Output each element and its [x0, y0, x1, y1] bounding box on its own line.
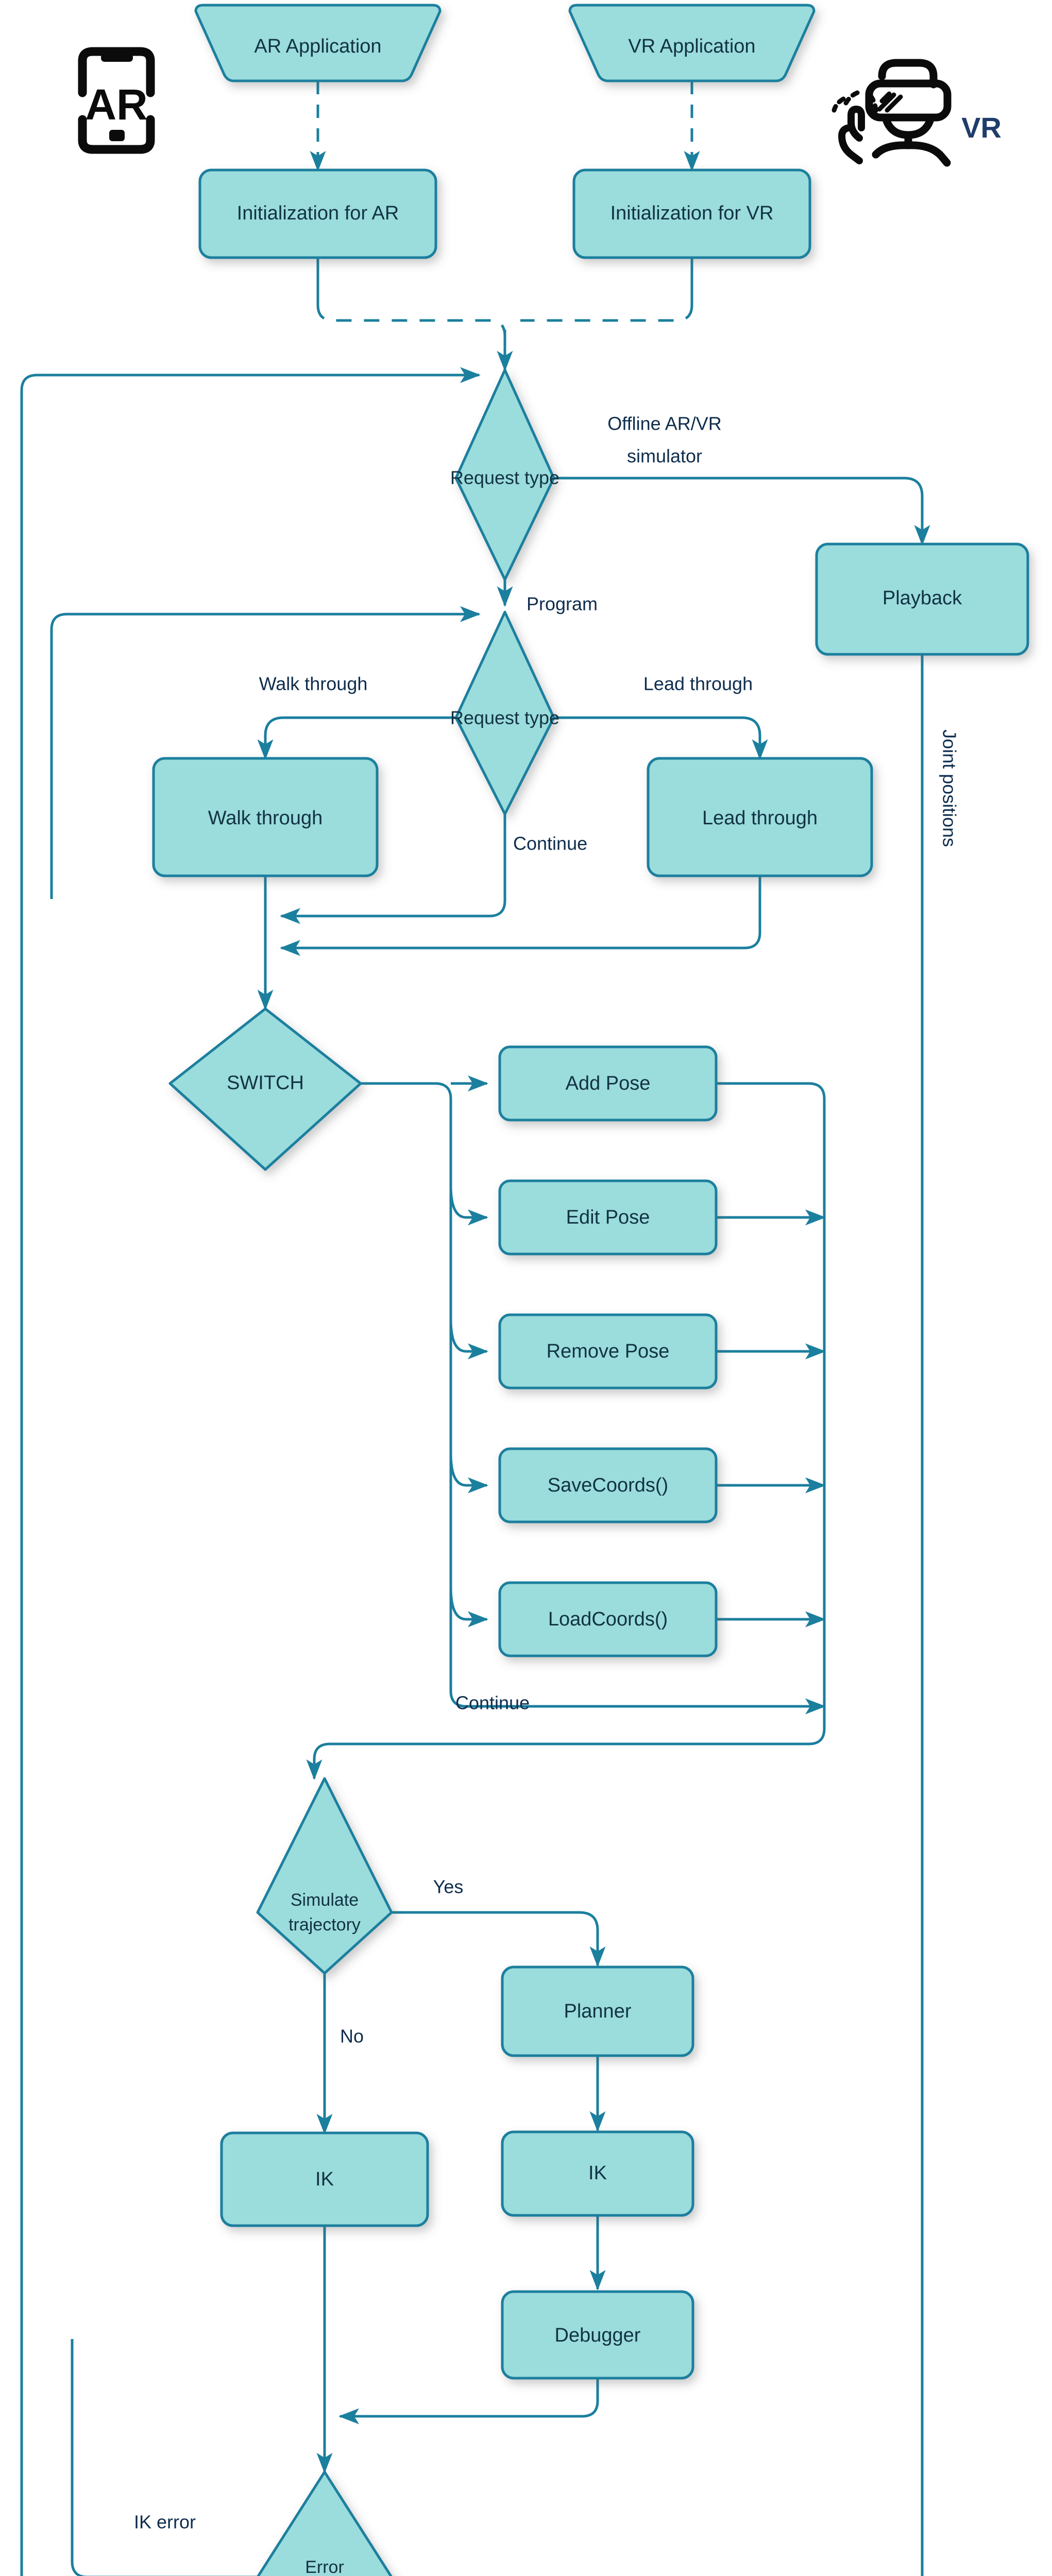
edge-label-joint-positions: Joint positions [939, 730, 960, 847]
node-label-simulate-line1: Simulate [291, 1890, 359, 1910]
edge-label-continue-1: Continue [513, 833, 587, 854]
edge-label-continue-2: Continue [455, 1692, 530, 1714]
node-request-type-1[interactable]: Request type [450, 368, 559, 581]
edge-bus-to-load-coords [449, 1586, 488, 1628]
node-switch[interactable]: SWITCH [168, 1007, 362, 1171]
edge-add-pose-out [306, 1082, 826, 1780]
node-label-ik-right: IK [588, 2162, 607, 2184]
node-label-walk-through: Walk through [208, 807, 323, 829]
edge-request2-to-leadthrough [554, 716, 768, 760]
node-label-initialization-vr: Initialization for VR [610, 202, 774, 224]
node-label-playback: Playback [883, 587, 962, 609]
node-label-ar-application: AR Application [254, 36, 381, 57]
node-label-simulate-line2: trajectory [289, 1915, 361, 1935]
node-label-request-type-1: Request type [450, 467, 559, 488]
node-label-initialization-ar: Initialization for AR [237, 202, 399, 224]
node-edit-pose[interactable]: Edit Pose [498, 1179, 718, 1256]
ar-phone-icon: AR [78, 47, 155, 154]
node-vr-application[interactable]: VR Application [568, 4, 816, 82]
node-add-pose[interactable]: Add Pose [498, 1045, 718, 1122]
node-debugger[interactable]: Debugger [501, 2290, 694, 2380]
edge-bus-to-edit-pose [449, 1184, 488, 1226]
edge-bus-vertical [435, 1082, 826, 1715]
edge-label-program: Program [527, 594, 598, 615]
edge-label-lead-through: Lead through [643, 673, 753, 694]
ar-icon-label: AR [85, 80, 147, 129]
nodes-layer: AR Application VR Application Initializa… [152, 4, 1029, 2576]
node-initialization-ar[interactable]: Initialization for AR [198, 168, 437, 259]
node-simulate-trajectory[interactable]: Simulate trajectory [256, 1777, 393, 1975]
edge-label-no: No [340, 2026, 364, 2047]
edge-request1-to-playback [554, 477, 930, 546]
node-label-error-line1: Error [305, 2557, 344, 2576]
node-label-save-coords: SaveCoords() [548, 1475, 668, 1496]
node-ik-right[interactable]: IK [501, 2130, 694, 2217]
edge-debugger-back [338, 2376, 599, 2425]
edge-label-offline-sim-1: Offline AR/VR [607, 413, 721, 434]
edge-label-ik-error: IK error [134, 2512, 196, 2533]
edges-layer [20, 81, 930, 2576]
node-ik-left[interactable]: IK [220, 2131, 429, 2227]
edge-leadthrough-down [280, 876, 761, 956]
node-error-code[interactable]: Error code [257, 2470, 393, 2576]
node-save-coords[interactable]: SaveCoords() [498, 1447, 718, 1523]
edge-simulate-yes [392, 1911, 606, 1967]
node-load-coords[interactable]: LoadCoords() [498, 1581, 718, 1657]
node-label-remove-pose: Remove Pose [547, 1341, 670, 1362]
edge-bus-to-save-coords [449, 1452, 488, 1494]
node-label-lead-through: Lead through [702, 807, 818, 829]
node-playback[interactable]: Playback [815, 543, 1029, 656]
node-label-vr-application: VR Application [628, 36, 755, 57]
edge-label-offline-sim-2: simulator [627, 446, 702, 467]
edge-request2-to-walkthrough [257, 716, 456, 760]
node-label-edit-pose: Edit Pose [566, 1207, 650, 1228]
node-ar-application[interactable]: AR Application [194, 4, 442, 82]
node-label-request-type-2: Request type [450, 707, 559, 728]
node-label-load-coords: LoadCoords() [548, 1608, 668, 1630]
node-label-debugger: Debugger [555, 2325, 641, 2346]
edge-label-walk-through: Walk through [259, 673, 368, 694]
edge-dashed-merge [316, 304, 506, 361]
vr-icon-label: VR [961, 111, 1002, 144]
node-label-ik-left: IK [315, 2168, 334, 2190]
vr-headset-person-icon: VR [832, 59, 1002, 167]
node-lead-through[interactable]: Lead through [647, 757, 873, 877]
edge-ik-error-loop [71, 2339, 258, 2576]
edge-label-yes: Yes [433, 1876, 464, 1897]
edge-outer-loop-left [20, 367, 481, 2576]
node-initialization-vr[interactable]: Initialization for VR [572, 168, 811, 259]
edge-dashed-merge-right [520, 304, 693, 322]
node-walk-through[interactable]: Walk through [152, 757, 379, 877]
node-label-planner: Planner [564, 2001, 632, 2022]
node-request-type-2[interactable]: Request type [450, 611, 559, 816]
edge-program-return-loop [50, 606, 481, 899]
edge-request2-continue [280, 814, 506, 924]
node-remove-pose[interactable]: Remove Pose [498, 1313, 718, 1389]
edge-bus-to-remove-pose [449, 1318, 488, 1360]
node-planner[interactable]: Planner [501, 1965, 694, 2057]
node-label-add-pose: Add Pose [566, 1073, 651, 1094]
node-label-switch: SWITCH [227, 1072, 304, 1094]
edge-labels-layer: Offline AR/VR simulator Program Walk thr… [134, 413, 960, 2533]
